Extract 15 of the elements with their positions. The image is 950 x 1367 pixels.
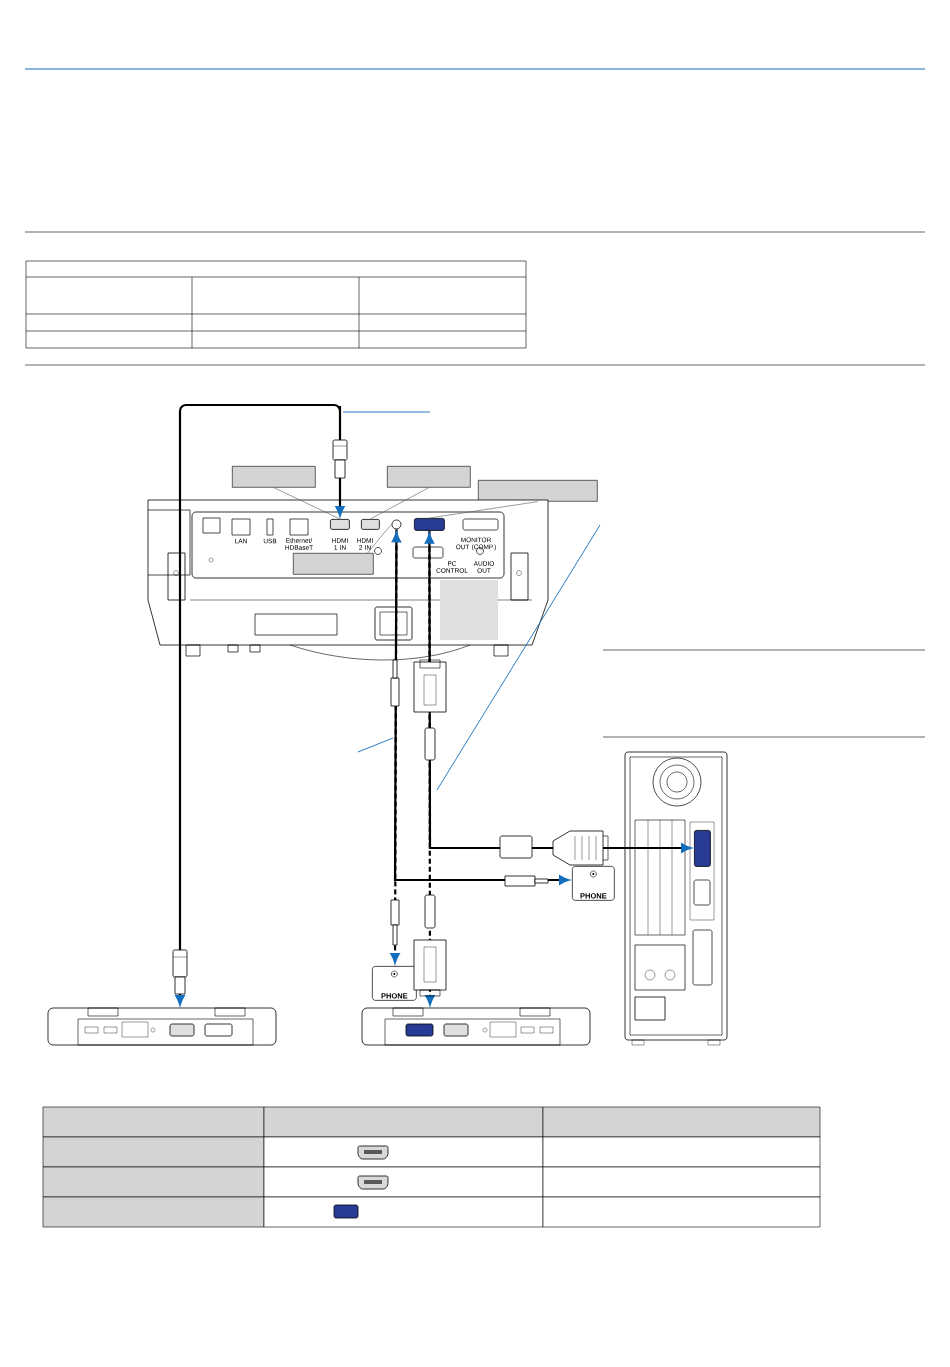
- jack: [391, 519, 402, 530]
- laptop-drawing: [47, 1007, 277, 1046]
- laptop-drawing: [361, 1007, 591, 1046]
- leader-line: [367, 524, 392, 554]
- callout-box: [232, 466, 316, 488]
- callout-box: [293, 553, 374, 575]
- port: [330, 519, 350, 530]
- port: [694, 830, 711, 867]
- callout-box: [387, 466, 471, 488]
- port: [361, 519, 380, 530]
- port: [414, 518, 445, 531]
- leader-line: [429, 501, 539, 519]
- computer-tower-drawing: [624, 751, 728, 1046]
- cable: [175, 403, 345, 1006]
- callout-box: [478, 480, 598, 502]
